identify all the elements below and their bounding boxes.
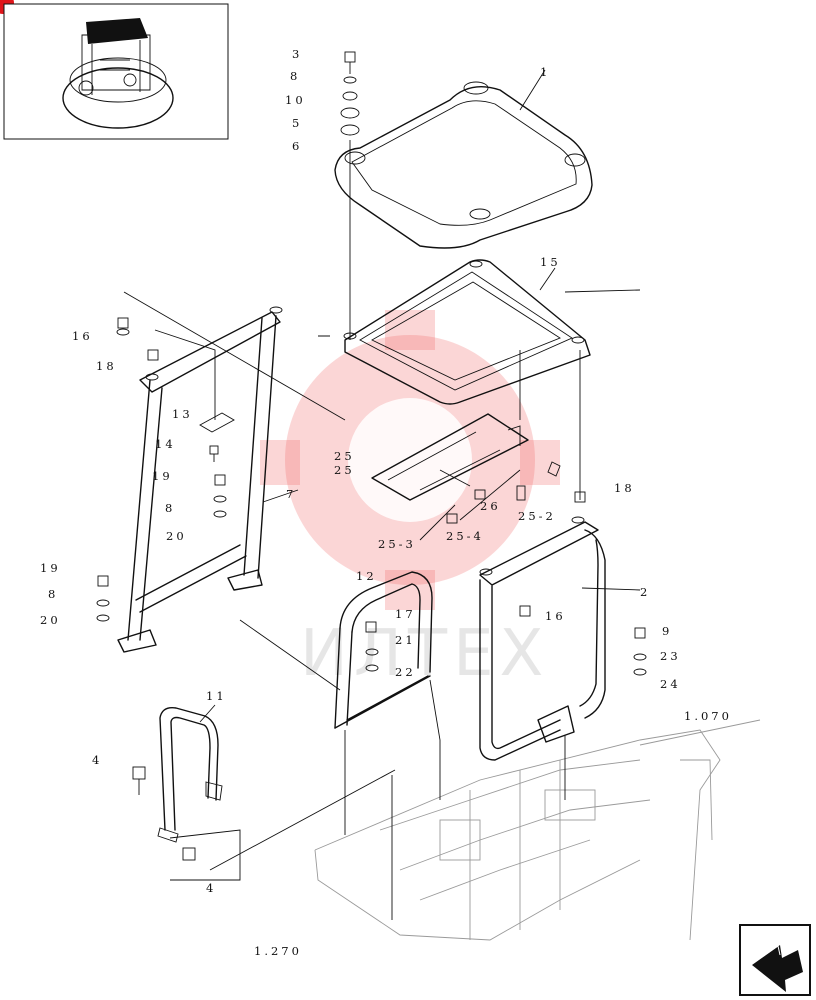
label-20-upper: 20 xyxy=(166,529,187,543)
label-11: 11 xyxy=(206,689,227,703)
part-frame-right xyxy=(479,516,647,761)
label-7: 7 xyxy=(286,487,296,501)
label-24: 24 xyxy=(660,677,681,691)
label-19-upper: 19 xyxy=(152,469,173,483)
label-23: 23 xyxy=(660,649,681,663)
label-26: 26 xyxy=(480,499,501,513)
label-25-b: 25 xyxy=(334,463,355,477)
label-14: 14 xyxy=(155,437,176,451)
label-25-4: 25-4 xyxy=(446,529,484,543)
label-4-upper: 4 xyxy=(92,753,102,767)
leader-lines xyxy=(123,69,641,920)
watermark-logo xyxy=(260,310,560,610)
ref-1-070: 1.070 xyxy=(684,709,732,723)
part-mounting-plate xyxy=(371,413,529,501)
label-8-lower: 8 xyxy=(48,587,58,601)
label-25-2: 25-2 xyxy=(518,509,556,523)
label-10: 10 xyxy=(285,93,306,107)
label-17: 17 xyxy=(395,607,416,621)
label-13: 13 xyxy=(172,407,193,421)
label-9: 9 xyxy=(662,624,672,638)
label-4-lower: 4 xyxy=(206,881,216,895)
part-bolts-left xyxy=(96,317,227,622)
label-16-left: 16 xyxy=(72,329,93,343)
part-frame-left xyxy=(117,306,283,653)
part-bracket-13 xyxy=(199,412,235,462)
part-bolt-top-3 xyxy=(340,51,360,136)
label-20-lower: 20 xyxy=(40,613,61,627)
label-5: 5 xyxy=(292,116,302,130)
part-frame-middle xyxy=(334,571,433,729)
label-6: 6 xyxy=(292,139,302,153)
base-frame-ghost xyxy=(314,719,761,941)
part-grab-handle xyxy=(132,707,223,861)
callout-labels: 1 2 3 8 10 5 6 15 16 18 13 14 19 8 20 7 … xyxy=(40,47,732,958)
ref-1-270: 1.270 xyxy=(254,944,302,958)
label-12: 12 xyxy=(356,569,377,583)
label-25-3: 25-3 xyxy=(378,537,416,551)
label-8-top: 8 xyxy=(290,69,300,83)
label-21: 21 xyxy=(395,633,416,647)
part-roof-canopy xyxy=(334,81,593,249)
label-3: 3 xyxy=(292,47,302,61)
label-8-mid: 8 xyxy=(165,501,175,515)
label-1: 1 xyxy=(540,65,550,79)
label-22: 22 xyxy=(395,665,416,679)
label-25-a: 25 xyxy=(334,449,355,463)
label-16-right: 16 xyxy=(545,609,566,623)
label-2: 2 xyxy=(640,585,650,599)
label-18-right: 18 xyxy=(614,481,635,495)
label-15: 15 xyxy=(540,255,561,269)
label-19-lower: 19 xyxy=(40,561,61,575)
label-18-left: 18 xyxy=(96,359,117,373)
machine-overview-thumbnail xyxy=(3,3,229,140)
next-page-arrow-icon[interactable] xyxy=(739,924,811,996)
